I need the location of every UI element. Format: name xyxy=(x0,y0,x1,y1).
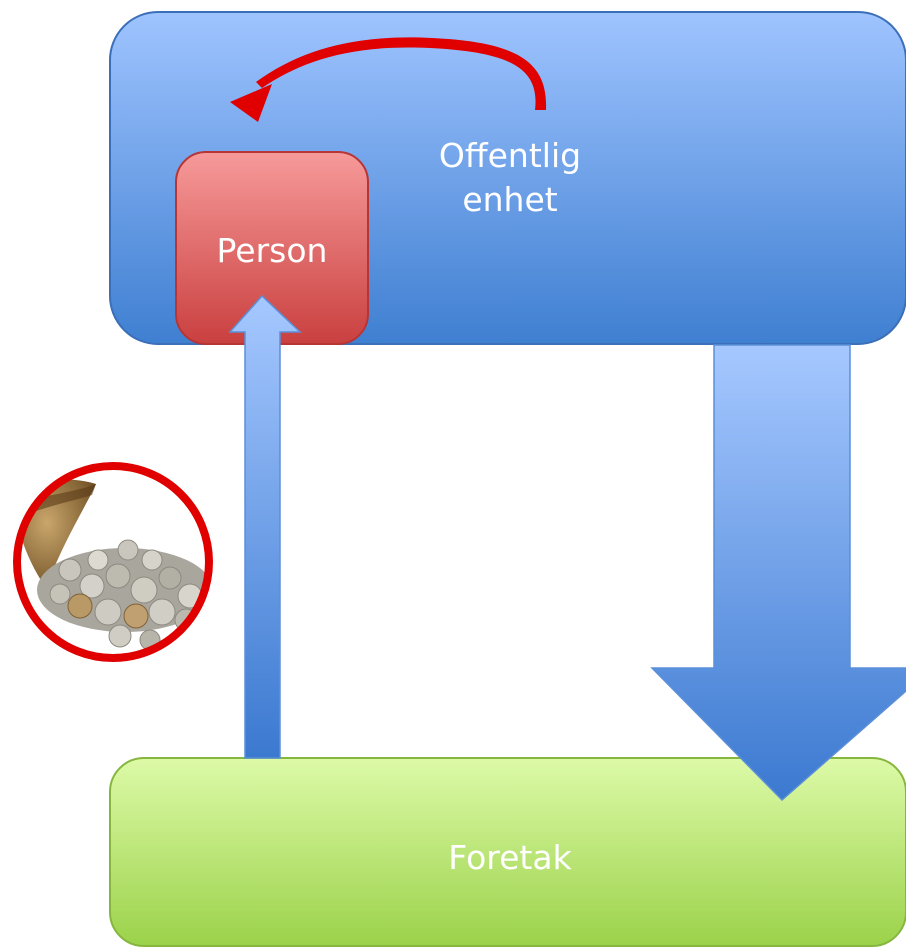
money-bag-red-ring xyxy=(13,462,213,662)
public-entity-label: Offentlig enhet xyxy=(438,136,582,219)
money-bag-with-coins-icon xyxy=(13,462,213,662)
arrow-company-to-person xyxy=(228,294,302,759)
person-label: Person xyxy=(216,231,328,270)
company-label: Foretak xyxy=(448,838,572,877)
curved-red-arrow xyxy=(230,37,547,122)
company-box xyxy=(109,757,906,947)
arrow-public-to-company xyxy=(650,344,906,802)
